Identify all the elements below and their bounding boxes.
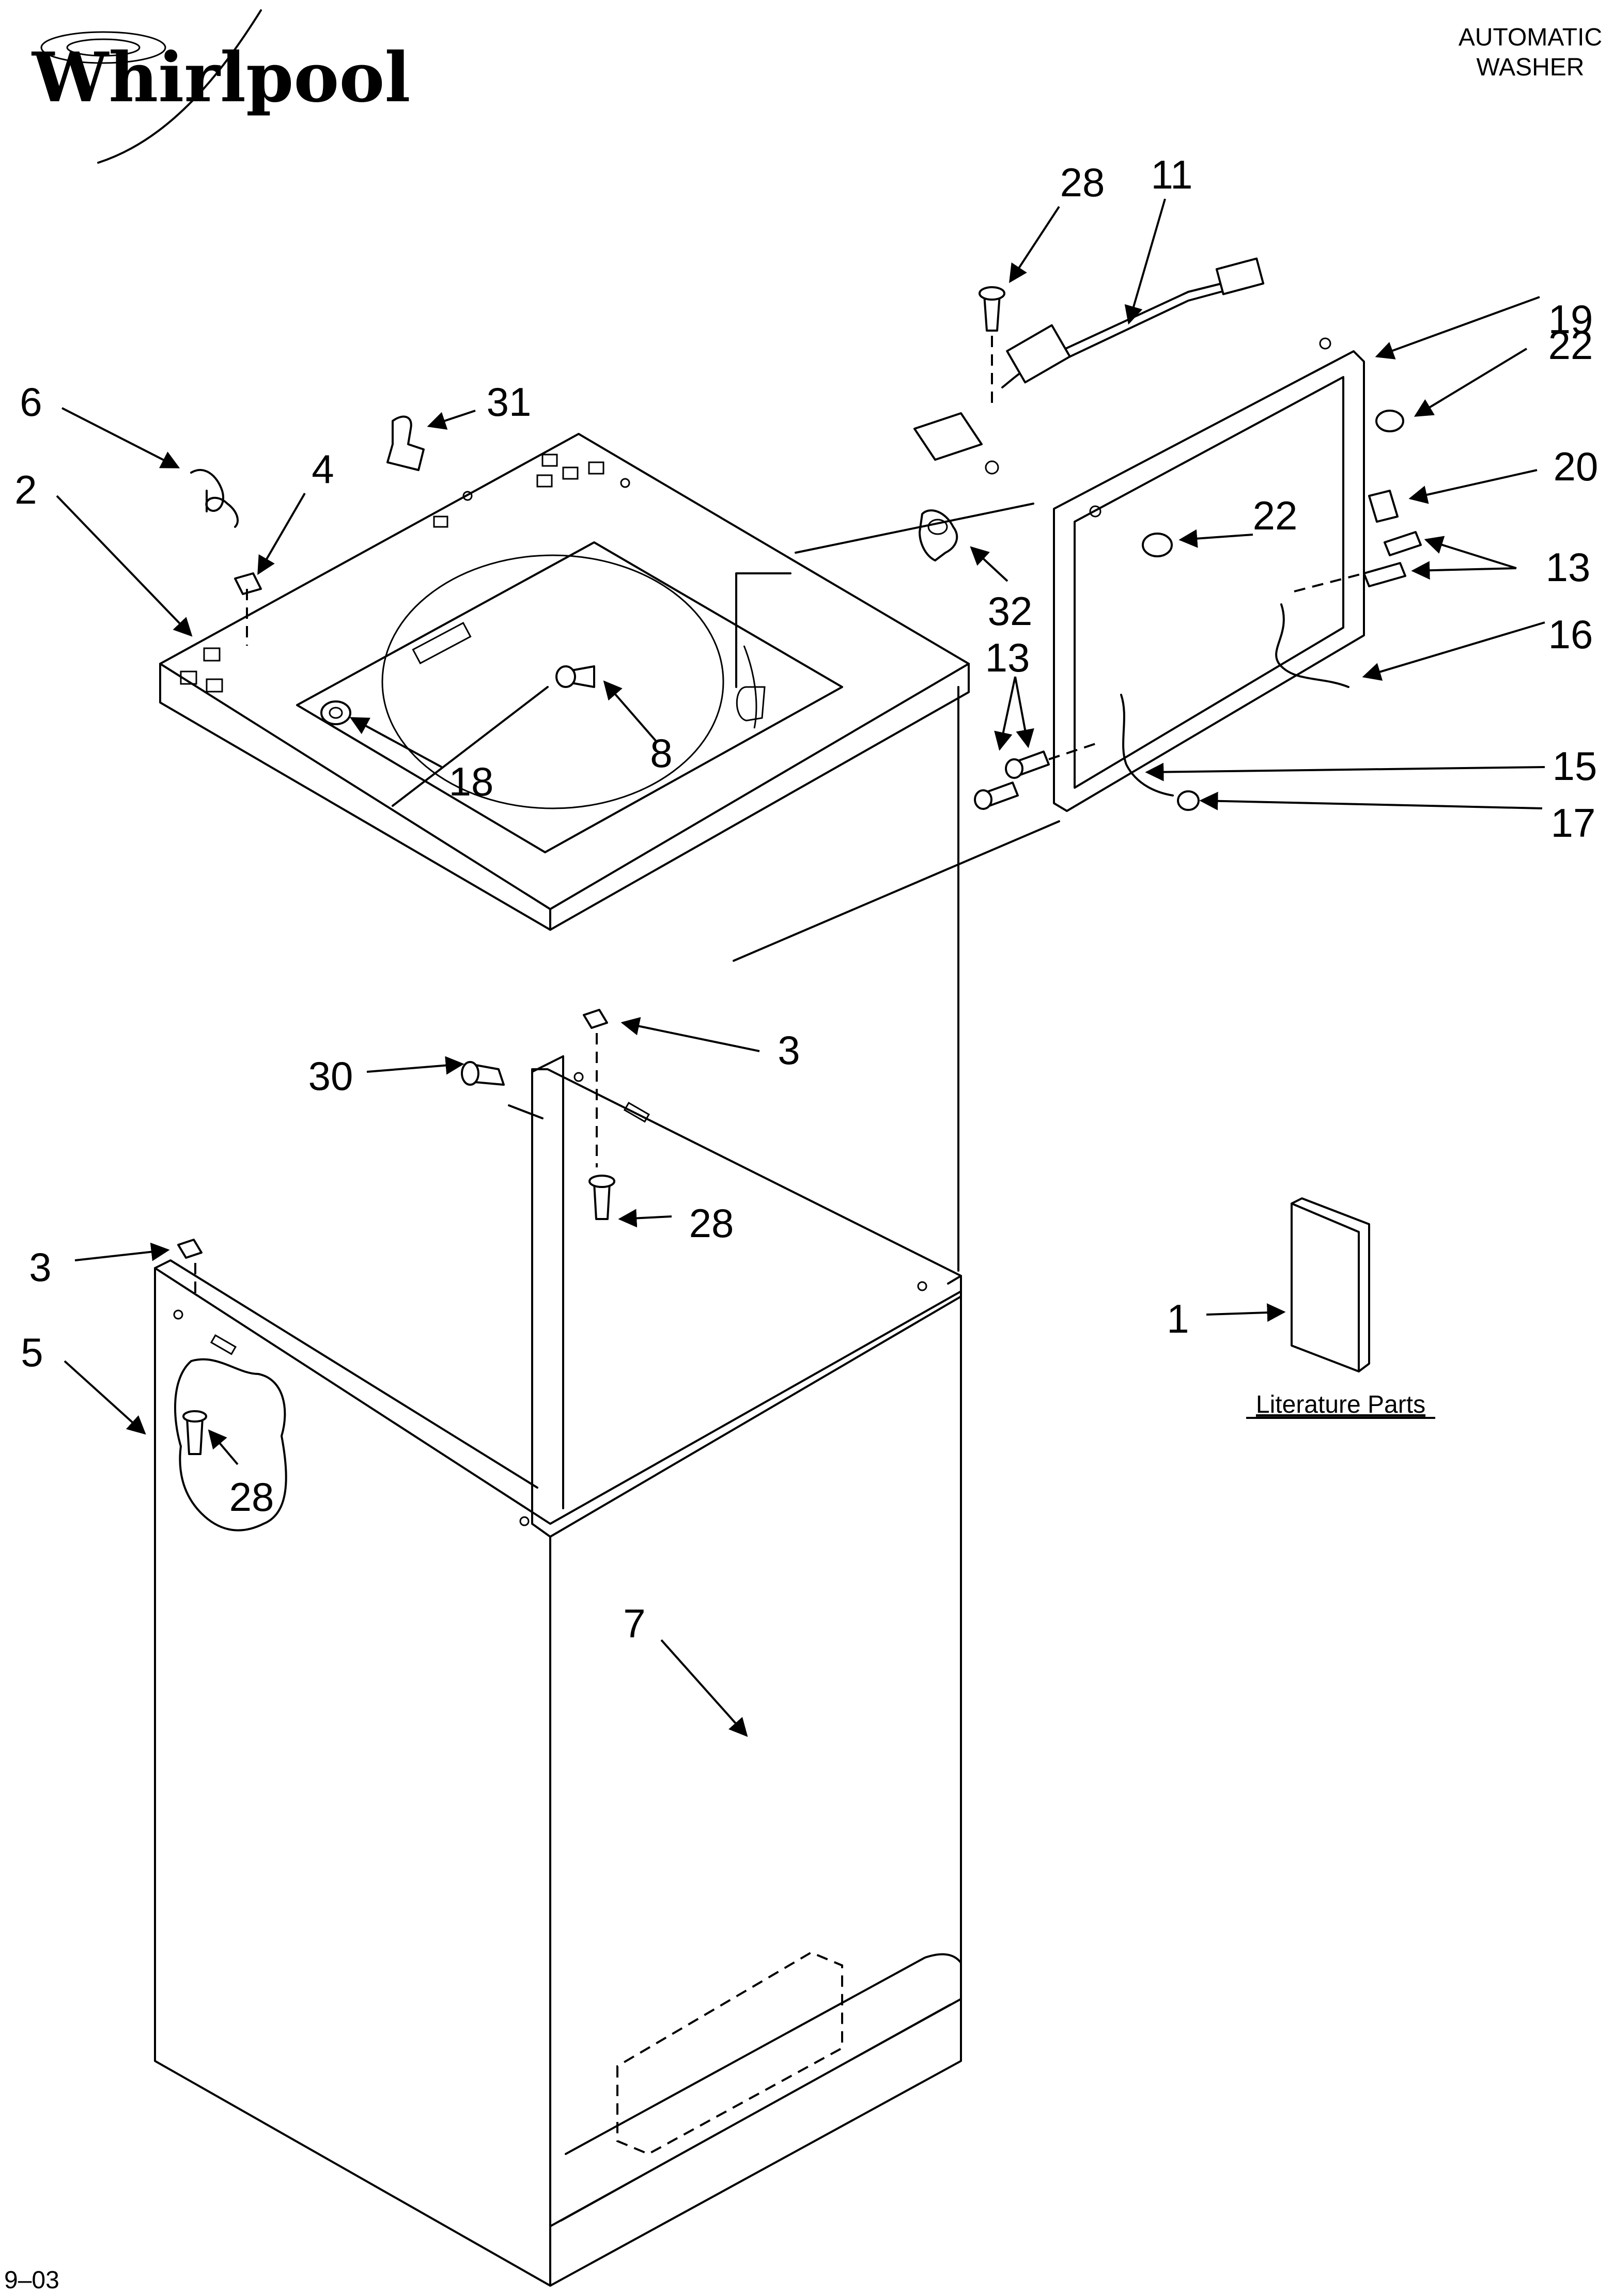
- part-17-fitting: [1177, 790, 1200, 811]
- callout-32: 32: [988, 588, 1033, 634]
- header-title-line2: WASHER: [1477, 54, 1585, 81]
- callout-15: 15: [1553, 743, 1597, 789]
- callout-16: 16: [1548, 612, 1593, 657]
- guide-line-harness: [795, 503, 1034, 554]
- part-15-wire: [1120, 694, 1174, 796]
- callout-22-mid: 22: [1253, 493, 1298, 538]
- literature-parts-label: Literature Parts: [1256, 1391, 1425, 1418]
- callout-4: 4: [312, 446, 334, 492]
- callout-3-top: 3: [778, 1027, 800, 1073]
- callout-28-top: 28: [1060, 160, 1105, 205]
- callout-8: 8: [650, 730, 672, 776]
- part-28-screw-top: [979, 286, 1005, 408]
- callout-5: 5: [21, 1330, 43, 1375]
- guide-line-cup: [735, 572, 792, 688]
- callout-28-low: 28: [229, 1474, 274, 1520]
- callout-11: 11: [1151, 152, 1193, 197]
- callout-30: 30: [308, 1053, 353, 1099]
- callout-18: 18: [449, 759, 494, 804]
- callout-13-left: 13: [985, 635, 1030, 680]
- leader-lines: [56, 198, 1545, 1737]
- part-32-cup: [919, 509, 958, 561]
- footer-date-code: 9–03: [4, 2267, 59, 2294]
- part-18-fitting: [320, 700, 351, 725]
- part-22-knob-right: [1375, 410, 1404, 432]
- cutaway-blob: [174, 1358, 287, 1532]
- part-4-nut: [234, 572, 262, 646]
- part-5-cabinet: [154, 1055, 962, 2287]
- part-28-screw-low: [182, 1410, 207, 1455]
- callout-28-mid: 28: [689, 1200, 734, 1246]
- callout-17: 17: [1551, 800, 1596, 846]
- guide-line-console: [733, 820, 1060, 962]
- part-6-clip: [190, 469, 239, 528]
- header-title-line1: AUTOMATIC: [1458, 24, 1602, 51]
- part-19-console: [1053, 337, 1365, 812]
- part-1-literature: [1291, 1197, 1370, 1372]
- whirlpool-logo: Whirlpool: [31, 9, 411, 164]
- part-16-wire: [1275, 603, 1349, 688]
- part-8-screw: [555, 665, 595, 688]
- part-13-screws-right: [1294, 531, 1422, 592]
- callout-31: 31: [487, 379, 532, 425]
- part-11-harness: [913, 257, 1265, 475]
- part-3-nut-top: [583, 1009, 608, 1167]
- callout-1: 1: [1167, 1296, 1189, 1341]
- callout-6: 6: [20, 379, 42, 425]
- part-3-nut-left: [177, 1239, 203, 1297]
- brand-name: Whirlpool: [31, 38, 411, 118]
- part-7-decal: [616, 1951, 843, 2156]
- part-22-knob-mid: [1142, 533, 1173, 557]
- callout-7: 7: [623, 1601, 645, 1646]
- callout-13-right: 13: [1546, 544, 1591, 590]
- part-13-screws-left: [974, 743, 1096, 810]
- guide-line-screw: [392, 686, 549, 807]
- callout-2: 2: [14, 467, 37, 512]
- part-30-screw: [461, 1061, 544, 1119]
- callout-22-right: 22: [1548, 322, 1593, 368]
- part-31-clip: [386, 415, 425, 471]
- callout-19: 19: [1548, 296, 1593, 342]
- part-28-screw-mid: [588, 1175, 615, 1220]
- callout-3-left: 3: [29, 1244, 51, 1290]
- callout-20: 20: [1554, 444, 1599, 489]
- part-20-switch: [1368, 490, 1399, 523]
